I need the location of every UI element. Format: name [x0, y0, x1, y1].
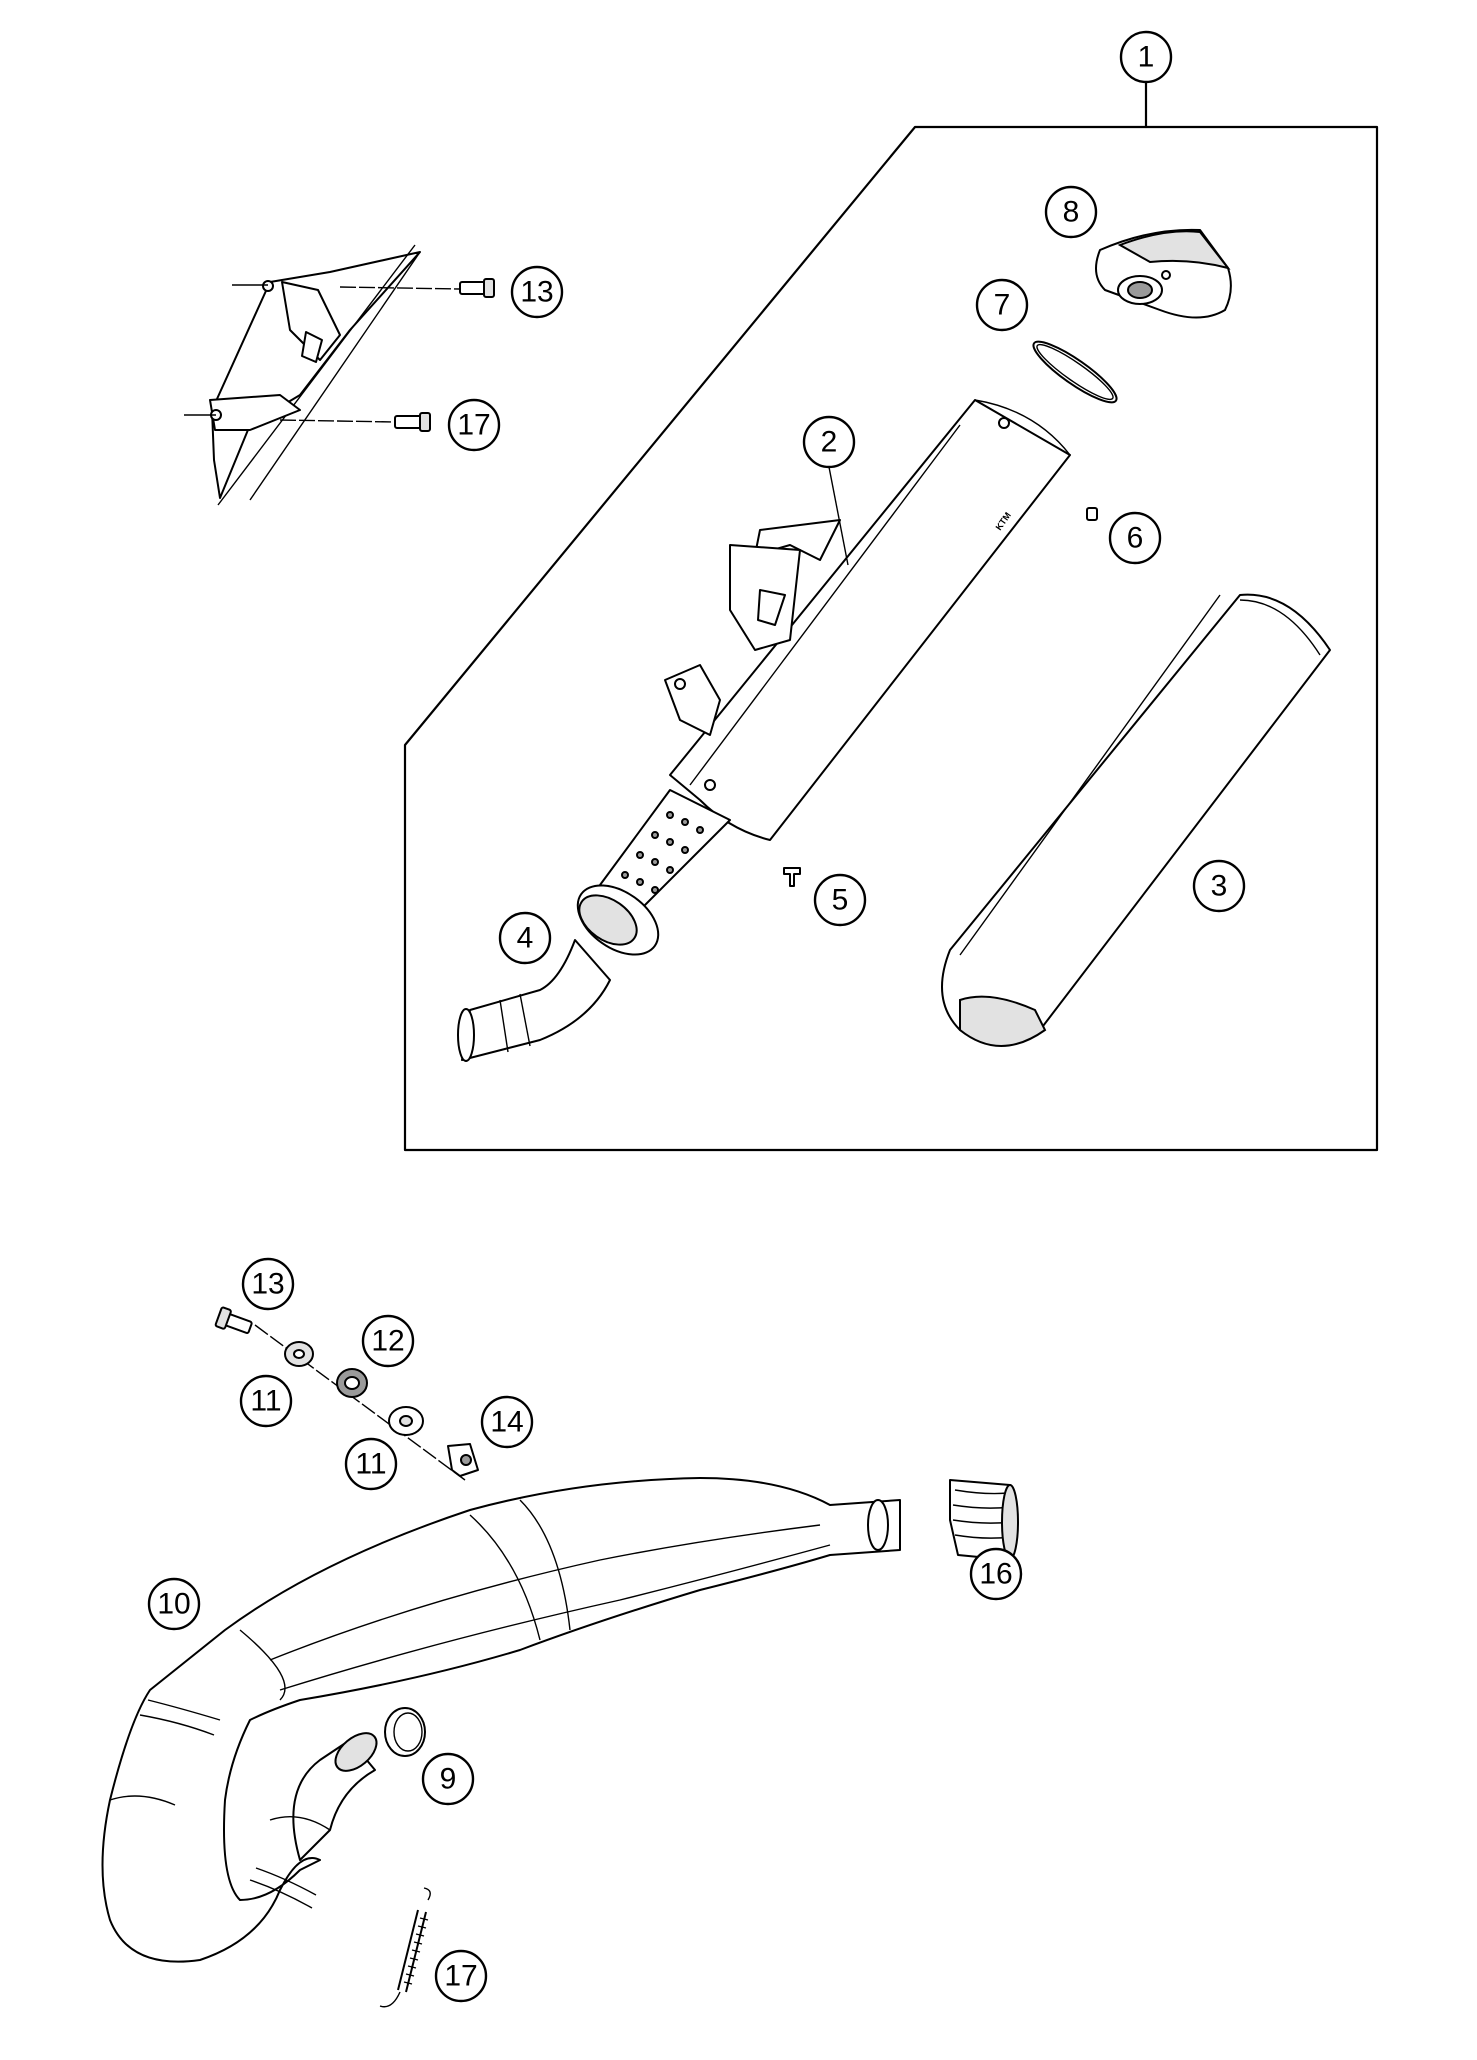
silencer-sleeve [941, 593, 1331, 1047]
header-pipe [101, 1477, 901, 1963]
spring [379, 1887, 431, 2008]
svg-text:11: 11 [250, 1385, 281, 1418]
callout-14: 14 [480, 1395, 534, 1449]
svg-text:1: 1 [1138, 41, 1155, 74]
svg-text:3: 3 [1211, 870, 1228, 903]
callout-5: 5 [813, 873, 867, 927]
svg-text:11: 11 [355, 1448, 386, 1481]
svg-text:2: 2 [821, 426, 838, 459]
end-cap [1095, 228, 1232, 319]
callout-11-lower: 11 [344, 1437, 398, 1491]
callout-11-upper: 11 [239, 1374, 293, 1428]
callout-13-lower: 13 [241, 1257, 295, 1311]
svg-text:13: 13 [520, 276, 553, 309]
rivet [783, 867, 801, 887]
bolt-lower [394, 412, 431, 432]
svg-text:8: 8 [1063, 196, 1080, 229]
sealing-ring [384, 1707, 426, 1757]
callout-13-upper: 13 [510, 265, 564, 319]
bolt-upper [459, 278, 495, 298]
callout-16: 16 [969, 1547, 1023, 1601]
svg-text:4: 4 [517, 922, 534, 955]
silencer-body: KTM [599, 399, 1071, 911]
callout-4: 4 [498, 911, 552, 965]
svg-text:16: 16 [979, 1558, 1012, 1591]
callout-3: 3 [1192, 859, 1246, 913]
svg-text:5: 5 [832, 884, 849, 917]
svg-text:9: 9 [440, 1763, 457, 1796]
leader-2 [828, 466, 849, 566]
callout-9: 9 [421, 1752, 475, 1806]
callout-7: 7 [975, 278, 1029, 332]
bolt-header [214, 1306, 253, 1334]
svg-text:10: 10 [157, 1588, 190, 1621]
frame-bracket-detail [184, 244, 461, 506]
svg-text:7: 7 [994, 289, 1011, 322]
assembly-outline [403, 125, 1379, 1152]
screw-small [1086, 507, 1098, 521]
callout-17-upper: 17 [447, 398, 501, 452]
callout-8: 8 [1044, 185, 1098, 239]
callout-12: 12 [361, 1314, 415, 1368]
inlet-pipe [457, 884, 660, 1062]
callout-10: 10 [147, 1577, 201, 1631]
o-ring [1032, 340, 1118, 404]
callout-1: 1 [1119, 30, 1173, 84]
svg-text:12: 12 [371, 1325, 404, 1358]
rubber-sleeve [949, 1479, 1019, 1561]
clip-nut [447, 1443, 479, 1477]
callout-2: 2 [802, 415, 856, 469]
svg-text:17: 17 [457, 409, 490, 442]
svg-text:6: 6 [1127, 522, 1144, 555]
callout-6: 6 [1108, 511, 1162, 565]
svg-text:17: 17 [444, 1960, 477, 1993]
svg-text:14: 14 [490, 1406, 523, 1439]
callout-17-lower: 17 [434, 1949, 488, 2003]
svg-text:13: 13 [251, 1268, 284, 1301]
